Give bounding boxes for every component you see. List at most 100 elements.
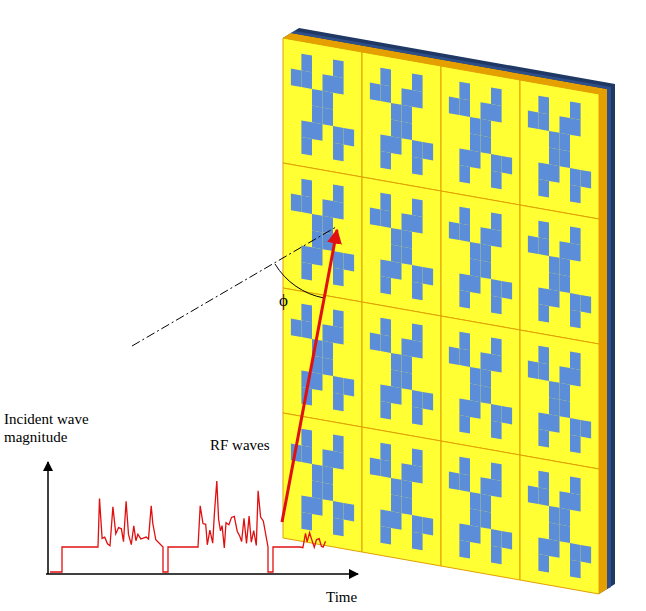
cell-part — [412, 215, 423, 234]
cell-part — [520, 205, 599, 344]
cell-part — [412, 265, 423, 284]
cell-part — [491, 546, 502, 565]
cell-part — [391, 120, 402, 139]
cell-part — [333, 451, 344, 470]
cell-part — [459, 165, 470, 184]
cell-part — [459, 82, 470, 101]
cell-part — [333, 309, 344, 328]
cell-part — [491, 421, 502, 440]
cell-part — [441, 66, 520, 205]
cell-part — [423, 142, 434, 161]
cell-part — [312, 214, 323, 233]
cell-part — [333, 518, 344, 537]
cell-part — [549, 273, 560, 292]
cell-part — [301, 262, 312, 281]
cell-part — [402, 247, 413, 266]
cell-part — [470, 492, 481, 511]
cell-part — [402, 372, 413, 391]
cell-part — [380, 84, 391, 103]
cell-part — [412, 198, 423, 217]
cell-part — [560, 275, 571, 294]
cell-part — [560, 508, 571, 527]
cell-part — [312, 372, 323, 391]
cell-part — [301, 245, 312, 264]
cell-part — [491, 229, 502, 248]
cell-part — [449, 97, 460, 116]
cell-part — [538, 554, 549, 573]
cell-part — [470, 525, 481, 544]
cell-part — [538, 537, 549, 556]
cell-part — [333, 201, 344, 220]
cell-part — [470, 509, 481, 528]
cell-part — [323, 91, 334, 110]
cell-part — [312, 247, 323, 265]
cell-part — [391, 261, 402, 280]
cell-part — [312, 106, 323, 125]
cell-part — [301, 429, 312, 448]
cell-part — [481, 261, 492, 280]
cell-part — [333, 393, 344, 412]
cell-part — [412, 157, 423, 176]
cell-part — [581, 295, 592, 314]
cell-part — [312, 497, 323, 516]
cell-part — [570, 543, 581, 562]
cell-part — [402, 230, 413, 249]
cell-part — [402, 338, 413, 357]
cell-part — [323, 449, 334, 468]
cell-part — [560, 366, 571, 385]
cell-part — [538, 112, 549, 131]
cell-part — [538, 287, 549, 306]
cell-part — [502, 406, 512, 425]
cell-part — [470, 242, 481, 261]
cell-part — [459, 540, 470, 559]
cell-part — [412, 532, 423, 551]
axis-label: Incident wave magnitude — [4, 410, 134, 446]
cell-part — [333, 501, 344, 520]
cell-part — [491, 212, 502, 231]
cell-part — [549, 289, 560, 308]
cell-part — [491, 354, 502, 373]
cell-part — [470, 259, 481, 278]
cell-part — [481, 494, 492, 513]
cell-part — [560, 241, 571, 260]
cell-part — [333, 326, 344, 345]
cell-part — [570, 310, 581, 329]
cell-part — [301, 495, 312, 514]
cell-part — [549, 414, 560, 433]
axis-label: Time — [326, 588, 357, 606]
cell-part — [391, 478, 402, 497]
cell-part — [491, 529, 502, 548]
cell-part — [370, 458, 381, 477]
cell-part — [333, 376, 344, 395]
cell-part — [459, 523, 470, 542]
cell-part — [549, 256, 560, 275]
cell-part — [333, 76, 344, 95]
cell-part — [391, 386, 402, 405]
cell-part — [412, 390, 423, 409]
cell-part — [560, 491, 571, 510]
cell-part — [412, 448, 423, 467]
cell-part — [391, 103, 402, 122]
cell-part — [380, 276, 391, 295]
cell-part — [402, 463, 413, 482]
cell-part — [301, 320, 312, 339]
cell-part — [491, 104, 502, 123]
cell-part — [570, 118, 581, 137]
cell-part — [581, 545, 592, 564]
normal-line — [132, 227, 336, 346]
cell-part — [520, 455, 599, 594]
cell-part — [459, 223, 470, 242]
cell-part — [370, 333, 381, 352]
cell-part — [528, 111, 539, 130]
cell-part — [549, 164, 560, 183]
cell-part — [491, 171, 502, 190]
cell-part — [362, 427, 441, 566]
metasurface-cells — [283, 38, 599, 594]
cell-part — [333, 59, 344, 78]
cell-part — [323, 483, 334, 502]
cell-part — [412, 323, 423, 342]
cell-part — [362, 52, 441, 191]
cell-part — [538, 412, 549, 431]
cell-part — [538, 471, 549, 490]
cell-part — [481, 352, 492, 371]
